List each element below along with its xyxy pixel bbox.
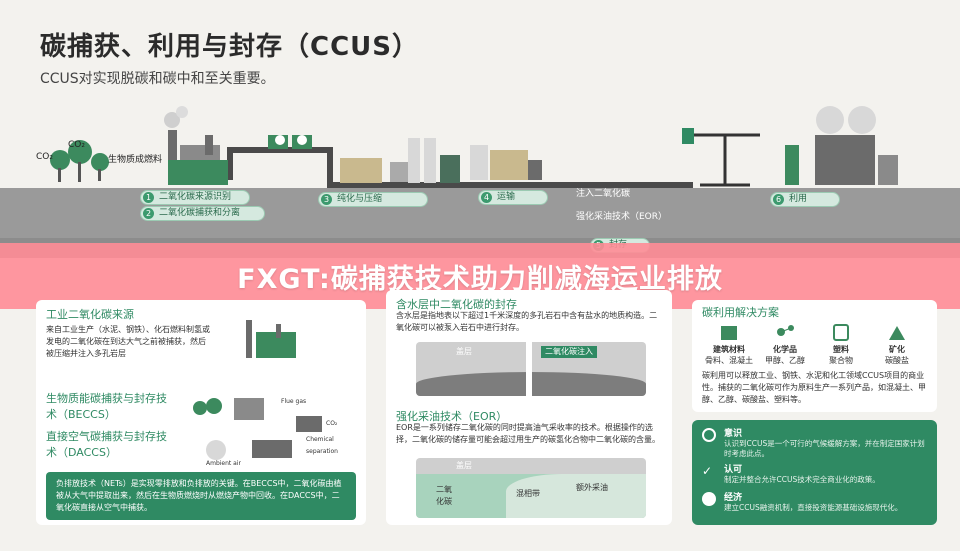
check-icon: ✓ [702, 464, 713, 478]
right-panel: 碳利用解决方案 建筑材料骨料、混凝土 化学品甲醇、乙醇 塑料聚合物 矿化碳酸盐 … [692, 300, 937, 412]
bulb-icon [702, 428, 716, 442]
biomass-label: 生物质成燃料 [108, 155, 163, 165]
industrial-plant [785, 106, 898, 185]
industrial-source-title: 工业二氧化碳来源 [46, 308, 134, 321]
eor-label: 强化采油技术（EOR） [576, 212, 668, 222]
aquifer-title: 含水层中二氧化碳的封存 [396, 298, 517, 311]
eor-diagram: 盖层 二氧化碳 混相带 额外采油 [416, 458, 646, 518]
product-chemicals: 化学品甲醇、乙醇 [758, 322, 812, 366]
flue-gas-label: Flue gas [281, 398, 307, 405]
co2-cloud-label: CO₂ [68, 140, 85, 150]
co2-cloud-label: CO₂ [36, 152, 53, 162]
beccs-title: 生物质能碳捕获与封存技术（BECCS） [46, 392, 167, 421]
inject-label: 注入二氧化碳 [576, 189, 631, 199]
page-subtitle: CCUS对实现脱碳和碳中和至关重要。 [40, 71, 275, 87]
mix-zone-label: 混相带 [516, 489, 540, 498]
product-mineralization: 矿化碳酸盐 [870, 322, 924, 366]
product-building: 建筑材料骨料、混凝土 [702, 322, 756, 366]
utilization-title: 碳利用解决方案 [702, 306, 779, 319]
transport-vehicle [470, 145, 542, 180]
trees [50, 140, 109, 182]
info-recognition: 认可 制定并整合允许CCUS技术完全商业化的政策。 [724, 465, 880, 484]
chemical-separation-label: Chemical separation [306, 436, 338, 455]
nets-footer: 负排放技术（NETs）是实现零排放和负排放的关键。在BECCS中，二氧化碳由植被… [46, 472, 356, 520]
eor-title: 强化采油技术（EOR） [396, 410, 508, 423]
page-title: 碳捕获、利用与封存（CCUS） [40, 32, 420, 62]
smoke [164, 112, 180, 128]
co2-injection-label: 二氧化碳注入 [541, 346, 597, 358]
scene-illustration [50, 106, 898, 250]
aquifer-diagram: 盖层 二氧化碳注入 [416, 342, 646, 396]
policy-box: 意识 认识到CCUS是一个可行的气候缓解方案，并在制定国家计划时考虑此点。 认可… [692, 420, 937, 525]
caprock-label: 盖层 [456, 347, 472, 356]
left-panel: 工业二氧化碳来源 来自工业生产（水泥、钢铁）、化石燃料制氢或发电的二氧化碳在到达… [36, 300, 366, 525]
headline-text: FXGT:碳捕获技术助力削减海运业排放 [237, 263, 723, 295]
factory-mini-icon [246, 320, 296, 358]
utilization-text: 碳利用可以释放工业、钢铁、水泥和化工领域CCUS项目的商业性。捕获的二氧化碳可作… [702, 371, 926, 404]
middle-panel: 含水层中二氧化碳的封存 含水层是指地表以下超过1千米深度的多孔岩石中含有盐水的地… [386, 290, 672, 525]
caprock2-label: 盖层 [456, 461, 472, 470]
info-awareness: 意识 认识到CCUS是一个可行的气候缓解方案，并在制定国家计划时考虑此点。 [724, 429, 925, 458]
beccs-illustration [193, 398, 322, 460]
co2-zone-label: 二氧化碳 [436, 485, 452, 506]
ccus-scene: CO₂ CO₂ 生物质成燃料 [0, 90, 960, 250]
aquifer-text: 含水层是指地表以下超过1千米深度的多孔岩石中含有盐水的地质构造。二氧化碳可以被泵… [396, 311, 658, 332]
info-economy: 经济 建立CCUS融资机制，直接投资能源基础设施现代化。 [724, 493, 903, 512]
solar-panels [268, 135, 312, 149]
factory [168, 130, 228, 185]
product-plastics: 塑料聚合物 [814, 322, 868, 366]
daccs-title: 直接空气碳捕获与封存技术（DACCS） [46, 430, 167, 459]
industrial-source-text: 来自工业生产（水泥、钢铁）、化石燃料制氢或发电的二氧化碳在到达大气之前被捕获，然… [46, 325, 210, 358]
ambient-air-label: Ambient air [206, 460, 241, 467]
coin-icon [702, 492, 716, 506]
co2-label: CO₂ [326, 420, 338, 427]
eor-text: EOR是一系列储存二氧化碳的同时提高油气采收率的技术。根据操作的选择，二氧化碳的… [396, 423, 660, 444]
purification-plant [340, 138, 460, 183]
oil-pump [682, 128, 760, 187]
extra-oil-label: 额外采油 [576, 483, 608, 492]
